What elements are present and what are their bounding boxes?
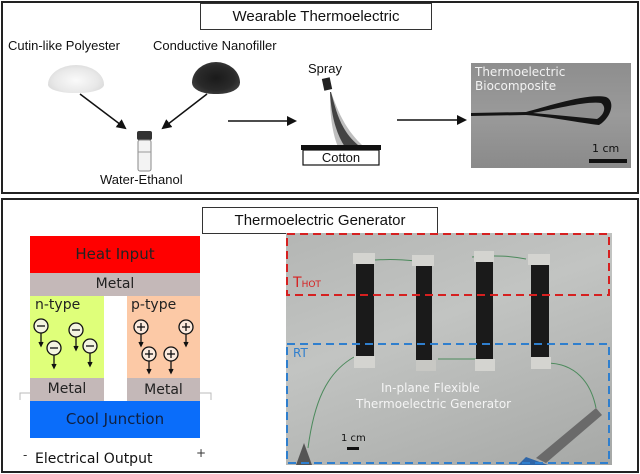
electron-icon (33, 318, 49, 348)
nanofiller-label: Conductive Nanofiller (153, 38, 277, 53)
metal-top-block: Metal (30, 273, 200, 296)
biocomposite-loop (471, 96, 612, 125)
photo-scale-bar (347, 447, 359, 450)
hole-icon (133, 319, 149, 348)
generator-caption-1: In-plane Flexible (381, 381, 480, 395)
cotton-plate (301, 145, 381, 150)
cool-junction-block: Cool Junction (30, 401, 200, 438)
te-leg (412, 255, 436, 371)
arrow-polyester-to-vial (79, 93, 127, 130)
hole-icon (163, 346, 179, 375)
electron-carriers (33, 318, 98, 370)
hot-zone-outline (286, 233, 610, 296)
biocomposite-scale-label: 1 cm (592, 142, 620, 155)
hot-zone-label: THOT (293, 275, 321, 291)
te-leg (528, 254, 551, 369)
electron-icon (68, 322, 84, 352)
electron-icon (46, 340, 62, 370)
hole-icon (141, 346, 157, 375)
cotton-label: Cotton (321, 150, 361, 165)
biocomposite-caption-1: Thermoelectric (475, 65, 566, 79)
te-leg (474, 251, 495, 371)
n-type-block: n-type (30, 296, 104, 378)
hot-zone-label-t: T (293, 275, 302, 291)
alligator-clip-left (296, 443, 312, 465)
generator-legs (286, 233, 610, 465)
photo-scale-label: 1 cm (341, 433, 366, 444)
process-flow-graphics (79, 77, 467, 172)
rt-zone-outline (286, 343, 610, 464)
cotton-box (302, 149, 380, 166)
p-type-label: p-type (131, 297, 177, 313)
metal-right-block: Metal (127, 378, 200, 401)
charge-carriers (19, 318, 212, 400)
rt-zone-label: RT (293, 346, 308, 360)
water-ethanol-label: Water-Ethanol (100, 172, 183, 187)
arrow-nanofiller-to-vial (161, 93, 208, 130)
white-powder-icon (48, 65, 104, 93)
output-circuit-wire (19, 392, 212, 400)
spray-label: Spray (308, 61, 342, 76)
biocomposite-photo: Thermoelectric Biocomposite 1 cm (471, 63, 631, 168)
vial-icon (137, 131, 152, 172)
hot-zone-label-sub: HOT (301, 280, 321, 290)
hole-carriers (133, 319, 194, 375)
polyester-label: Cutin-like Polyester (8, 38, 120, 53)
electrical-output-label: Electrical Output (35, 451, 153, 467)
output-plus-sign: + (196, 446, 207, 460)
hole-icon (178, 319, 194, 348)
biocomposite-caption-2: Biocomposite (475, 79, 557, 93)
panel-title-generator: Thermoelectric Generator (202, 207, 438, 234)
spray-icon (321, 77, 362, 147)
electron-icon (82, 338, 98, 368)
p-type-block: p-type (127, 296, 200, 378)
generator-caption-2: Thermoelectric Generator (356, 397, 512, 411)
panel-title-wearable: Wearable Thermoelectric (200, 3, 432, 30)
alligator-clip-right (518, 408, 602, 465)
n-type-label: n-type (35, 297, 81, 313)
metal-left-block: Metal (30, 378, 104, 401)
output-minus-sign: - (23, 448, 28, 462)
heat-input-block: Heat Input (30, 236, 200, 273)
te-leg (353, 253, 375, 368)
biocomposite-scale-bar (589, 159, 627, 163)
black-powder-icon (192, 62, 240, 94)
generator-photo: THOT RT In-plane Flexible Thermoelectric… (286, 233, 612, 465)
